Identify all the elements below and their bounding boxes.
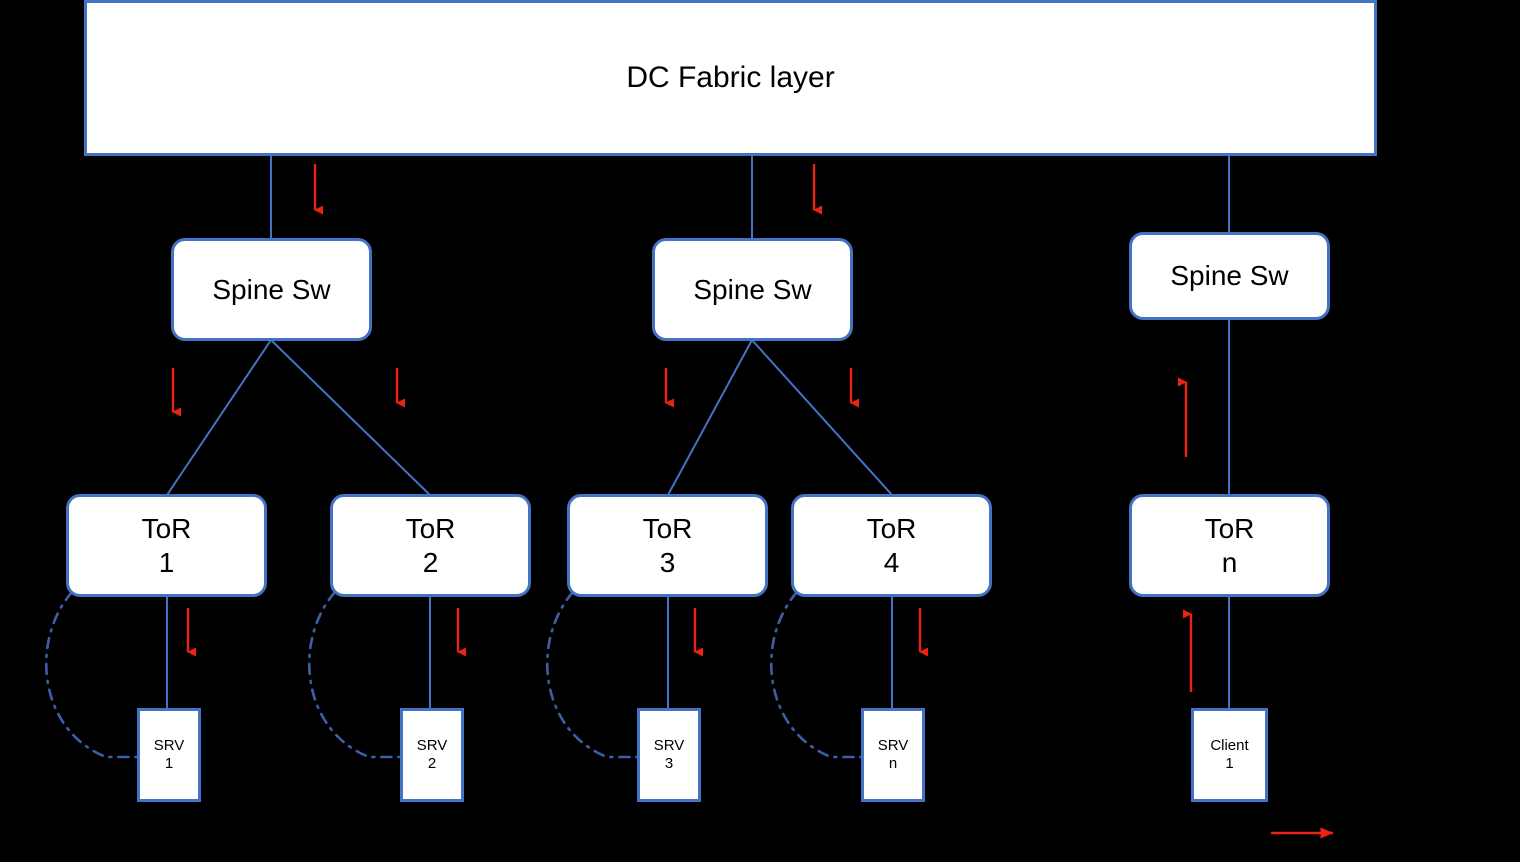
tor-switch-3-label-line1: ToR <box>642 513 693 545</box>
server-3-label-line1: SRV <box>653 737 685 755</box>
tor-switch-2-label-line1: ToR <box>405 513 456 545</box>
spine-switch-n[interactable]: Spine Sw <box>1129 232 1330 320</box>
tor-switch-1-label-line2: 1 <box>158 546 175 578</box>
tor-switch-4-label-line2: 4 <box>883 546 900 578</box>
tor-switch-4-label-line1: ToR <box>866 513 917 545</box>
tor-switch-n-label-line2: n <box>1221 546 1238 578</box>
tor-switch-3-label-line2: 3 <box>659 546 676 578</box>
dc-fabric-layer-label: DC Fabric layer <box>626 61 835 95</box>
server-2-label-line2: 2 <box>427 755 437 772</box>
server-n[interactable]: SRV n <box>861 708 925 802</box>
spine-switch-1[interactable]: Spine Sw <box>171 238 372 341</box>
server-1-label-line2: 1 <box>164 755 174 772</box>
tor-switch-3[interactable]: ToR 3 <box>567 494 768 597</box>
tor-switch-n-label-line1: ToR <box>1204 513 1255 545</box>
tor-switch-1-label-line1: ToR <box>141 513 192 545</box>
server-n-label-line1: SRV <box>877 737 909 755</box>
spine-switch-2-label: Spine Sw <box>693 273 812 305</box>
spine-switch-n-label: Spine Sw <box>1170 260 1289 292</box>
server-2[interactable]: SRV 2 <box>400 708 464 802</box>
server-3-label-line2: 3 <box>664 755 674 772</box>
client-1-label-line1: Client <box>1210 737 1249 755</box>
server-1[interactable]: SRV 1 <box>137 708 201 802</box>
client-1-label-line2: 1 <box>1225 755 1234 772</box>
dc-fabric-layer-box[interactable]: DC Fabric layer <box>84 0 1377 156</box>
client-1[interactable]: Client 1 <box>1191 708 1268 802</box>
tor-switch-n[interactable]: ToR n <box>1129 494 1330 597</box>
tor-switch-4[interactable]: ToR 4 <box>791 494 992 597</box>
tor-switch-1[interactable]: ToR 1 <box>66 494 267 597</box>
server-3[interactable]: SRV 3 <box>637 708 701 802</box>
spine-switch-2[interactable]: Spine Sw <box>652 238 853 341</box>
tor-switch-2[interactable]: ToR 2 <box>330 494 531 597</box>
tor-switch-2-label-line2: 2 <box>422 546 439 578</box>
server-n-label-line2: n <box>888 755 898 772</box>
spine-switch-1-label: Spine Sw <box>212 273 331 305</box>
server-2-label-line1: SRV <box>416 737 448 755</box>
server-1-label-line1: SRV <box>153 737 185 755</box>
